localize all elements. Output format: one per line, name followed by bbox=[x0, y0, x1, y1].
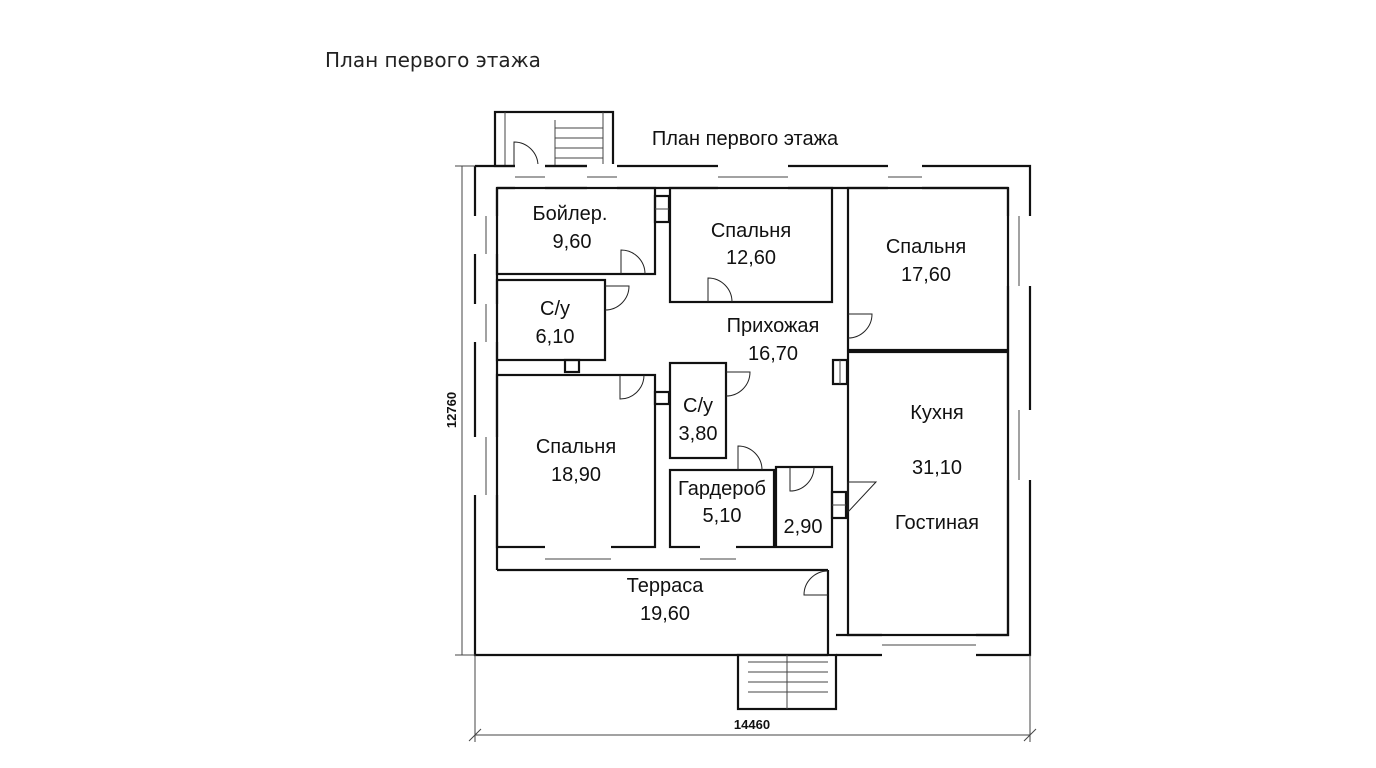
room-bath2-name: С/у bbox=[683, 395, 713, 417]
room-bath2-area: 3,80 bbox=[679, 423, 718, 445]
front-stairs bbox=[736, 653, 838, 711]
room-wardrobe-area: 5,10 bbox=[703, 505, 742, 527]
room-labels: Бойлер. 9,60 Спальня 12,60 Спальня 17,60… bbox=[533, 203, 979, 625]
doors bbox=[604, 249, 878, 596]
room-bath1-area: 6,10 bbox=[536, 326, 575, 348]
room-hall-name: Прихожая bbox=[727, 315, 820, 337]
dim-width: 14460 bbox=[734, 717, 770, 732]
room-kitchen-name: Кухня bbox=[910, 402, 964, 424]
vent-shafts bbox=[563, 194, 849, 520]
room-wardrobe-name: Гардероб bbox=[678, 478, 766, 500]
room-boiler-area: 9,60 bbox=[553, 231, 592, 253]
plan-title: План первого этажа bbox=[652, 128, 839, 150]
room-bedroom2-name: Спальня bbox=[886, 236, 966, 258]
entrance-stairs bbox=[493, 110, 615, 168]
room-bedroom3-area: 18,90 bbox=[551, 464, 601, 486]
dim-height: 12760 bbox=[444, 392, 459, 428]
dimension-lines bbox=[455, 165, 1037, 742]
room-bedroom3-name: Спальня bbox=[536, 436, 616, 458]
room-bedroom1-name: Спальня bbox=[711, 220, 791, 242]
room-terrace-area: 19,60 bbox=[640, 603, 690, 625]
room-kitchen-area: 31,10 bbox=[912, 457, 962, 479]
page-title: План первого этажа bbox=[325, 48, 541, 72]
room-bedroom2-area: 17,60 bbox=[901, 264, 951, 286]
room-bedroom1-area: 12,60 bbox=[726, 247, 776, 269]
room-kitchen-extra: Гостиная bbox=[895, 512, 979, 534]
room-boiler-name: Бойлер. bbox=[533, 203, 608, 225]
room-bath1-name: С/у bbox=[540, 298, 570, 320]
room-hall-area: 16,70 bbox=[748, 343, 798, 365]
room-small-area: 2,90 bbox=[784, 516, 823, 538]
room-terrace-name: Терраса bbox=[627, 575, 705, 597]
